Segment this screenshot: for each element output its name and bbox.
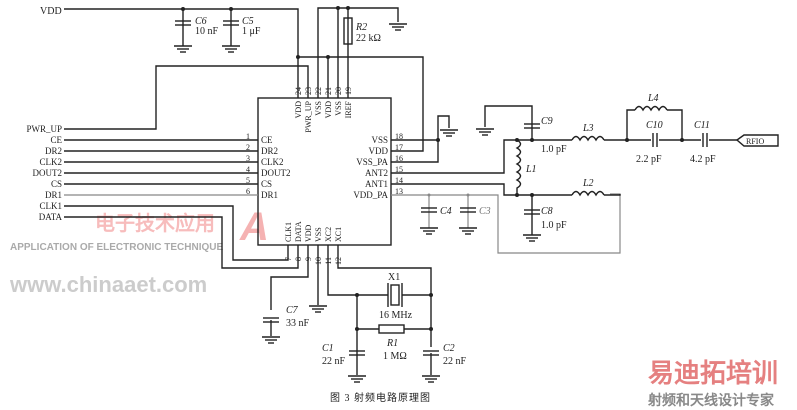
c5-value: 1 μF (242, 26, 261, 37)
pin-name: VSS (314, 227, 323, 242)
vdd-label: VDD (40, 6, 62, 17)
c3-ref: C3 (479, 206, 491, 217)
rfio-port (735, 134, 779, 147)
c5-ref: C5 (242, 16, 254, 27)
pin-name: XC1 (334, 227, 343, 242)
pin-name: DOUT2 (261, 168, 291, 178)
vdd-rail (64, 8, 299, 88)
watermark-site: www.chinaaet.com (9, 272, 207, 297)
pin-name: VSS (371, 135, 388, 145)
l1-ref: L1 (525, 164, 537, 175)
signal-label: CS (51, 179, 62, 189)
c7-value: 33 nF (286, 318, 310, 329)
pin-number: 4 (246, 165, 250, 174)
watermark-logo: A (239, 205, 269, 249)
pin-name: VDD (369, 146, 389, 156)
pin-name: CS (261, 179, 272, 189)
pin-number: 6 (246, 187, 250, 196)
c2-ref: C2 (443, 343, 455, 354)
pin-name: DATA (294, 221, 303, 242)
l3-ref: L3 (582, 123, 594, 134)
c8-ref: C8 (541, 206, 553, 217)
r2-value: 22 kΩ (356, 33, 381, 44)
pin-name: VDD_PA (353, 190, 388, 200)
r1-value: 1 MΩ (383, 351, 407, 362)
c11-value: 4.2 pF (690, 154, 716, 165)
pin-number: 21 (324, 87, 333, 95)
pin-name: VDD (304, 224, 313, 242)
c6-ref: C6 (195, 16, 207, 27)
pin-name: PWR_UP (304, 100, 313, 132)
signal-label: CLK2 (40, 157, 63, 167)
c2-value: 22 nF (443, 356, 467, 367)
r1-ref: R1 (386, 338, 398, 349)
pin-number: 22 (314, 87, 323, 95)
pin-name: ANT2 (365, 168, 388, 178)
pin-name: CLK1 (284, 222, 293, 242)
pin-name: DR2 (261, 146, 278, 156)
c4-ref: C4 (440, 206, 452, 217)
pin-number: 20 (334, 87, 343, 95)
pin-number: 17 (395, 143, 403, 152)
pin-name: XC2 (324, 227, 333, 242)
pin-number: 2 (246, 143, 250, 152)
pin-name: IREF (344, 100, 353, 118)
signal-label: DR1 (45, 190, 62, 200)
pin-name: ANT1 (365, 179, 388, 189)
pin-number: 16 (395, 154, 403, 163)
pin-number: 14 (395, 176, 403, 185)
c10-value: 2.2 pF (636, 154, 662, 165)
pin-name: VDD (294, 101, 303, 119)
l4-ref: L4 (647, 93, 659, 104)
pin-number: 3 (246, 154, 250, 163)
l1-inductor (515, 139, 522, 195)
pin-number: 24 (294, 87, 303, 95)
signal-label: DR2 (45, 146, 62, 156)
signal-label: CE (50, 135, 62, 145)
rfio-label: RFIO (746, 137, 764, 146)
pin-name: VSS (334, 101, 343, 116)
c1-ref: C1 (322, 343, 334, 354)
brand-subtitle: 射频和天线设计专家 (647, 392, 775, 408)
c8-value: 1.0 pF (541, 220, 567, 231)
watermark-magazine-en: APPLICATION OF ELECTRONIC TECHNIQUE (10, 242, 223, 253)
pin-number: 1 (246, 132, 250, 141)
pwr-up-wire (64, 65, 309, 130)
pin-name: CLK2 (261, 157, 284, 167)
brand-watermark: 易迪拓培训 (648, 358, 778, 388)
pin-number: 13 (395, 187, 403, 196)
watermark-magazine-cn: 电子技术应用 (95, 211, 215, 235)
signal-label: PWR_UP (26, 124, 62, 134)
pin-name: DR1 (261, 190, 278, 200)
signal-label: CLK1 (40, 201, 63, 211)
signal-label: DOUT2 (33, 168, 63, 178)
pin-number: 18 (395, 132, 403, 141)
pin-number: 15 (395, 165, 403, 174)
figure-caption: 图 3 射频电路原理图 (330, 391, 431, 404)
c9-value: 1.0 pF (541, 144, 567, 155)
c9-ref: C9 (541, 116, 553, 127)
rf-transceiver-chip (257, 97, 392, 246)
c7-ref: C7 (286, 305, 299, 316)
pin-name: VDD (324, 101, 333, 119)
x1-ref: X1 (388, 272, 400, 283)
c1-value: 22 nF (322, 356, 346, 367)
c10-ref: C10 (646, 120, 663, 131)
c11-ref: C11 (694, 120, 710, 131)
pin-name: VSS_PA (356, 157, 388, 167)
signal-label: DATA (39, 212, 63, 222)
l2-ref: L2 (582, 178, 594, 189)
r2-ref: R2 (355, 22, 367, 33)
pin-number: 5 (246, 176, 250, 185)
c6-value: 10 nF (195, 26, 219, 37)
pin-number: 23 (304, 87, 313, 95)
pin-number: 19 (344, 87, 353, 95)
pin-name: VSS (314, 101, 323, 116)
pin-name: CE (261, 135, 273, 145)
x1-value: 16 MHz (379, 310, 413, 321)
